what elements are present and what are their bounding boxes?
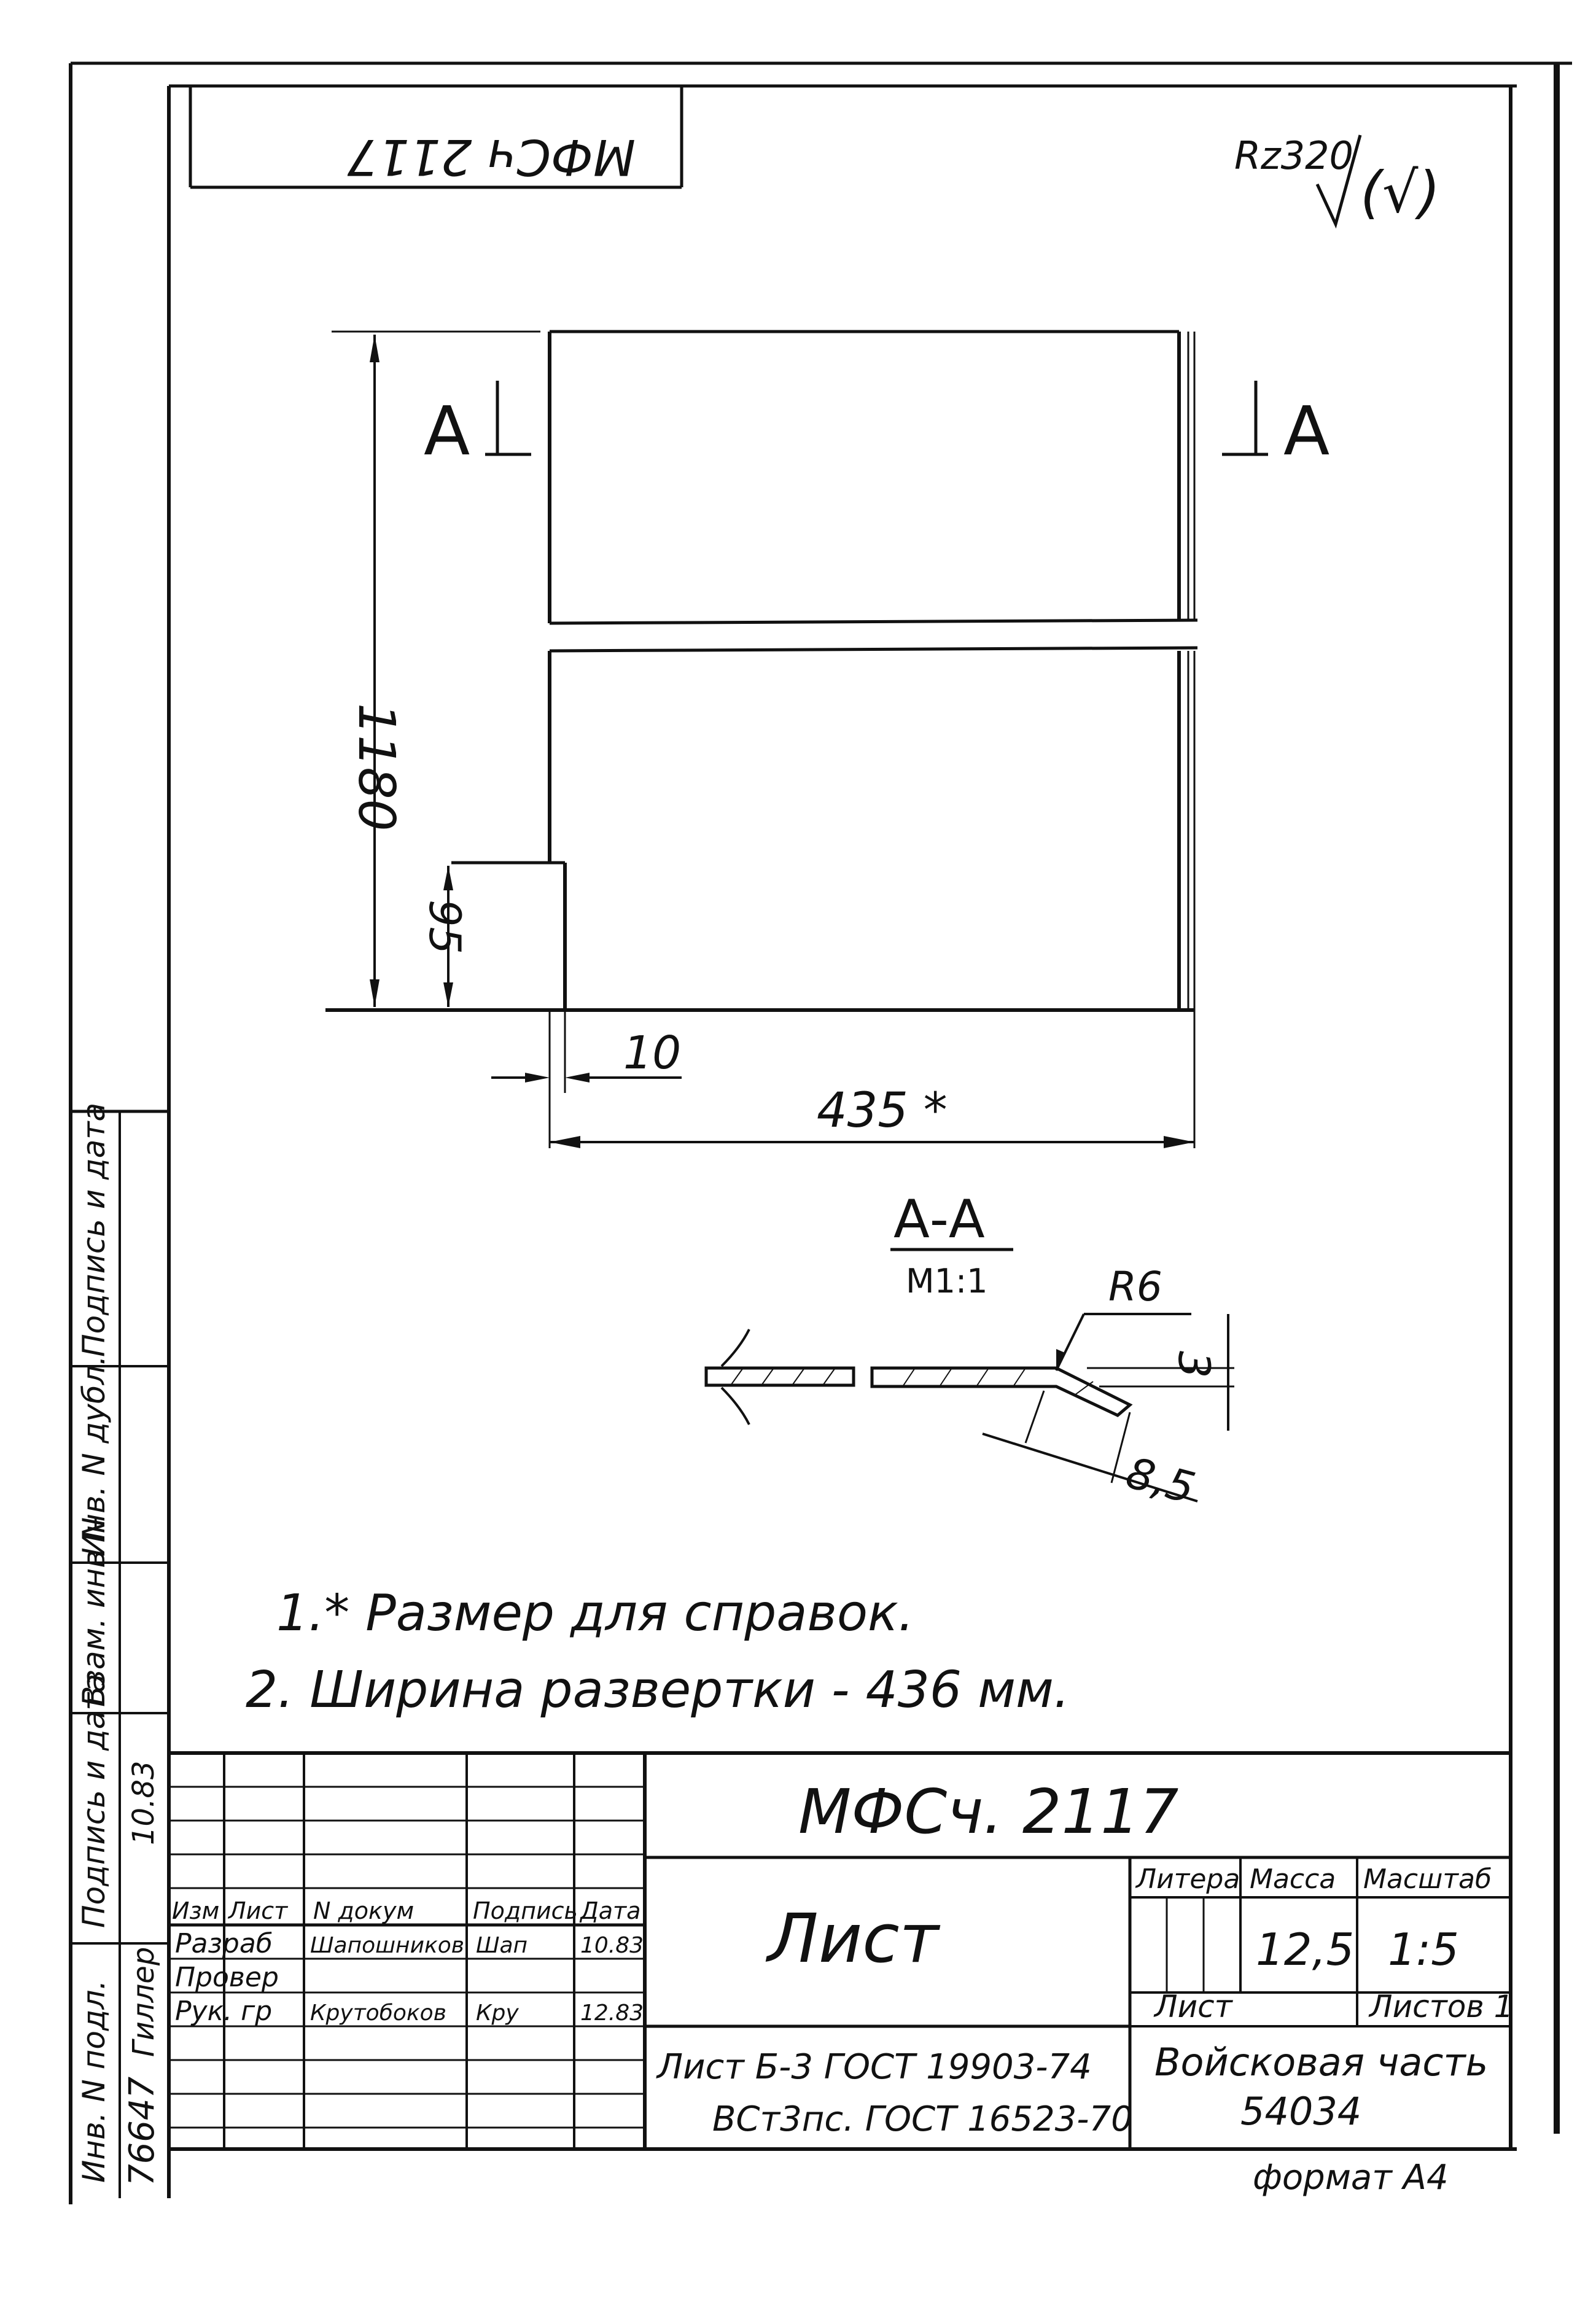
side-value-sign: Гиллер (127, 1947, 161, 2057)
mass-value: 12,5 (1256, 1924, 1354, 1975)
side-value-inv: 76647 (122, 2076, 162, 2186)
side-label-sign-date: Подпись и дата (76, 1674, 112, 1928)
side-value-date: 10.83 (127, 1761, 161, 1845)
dim-radius-label: R6 (1108, 1263, 1162, 1310)
part-name: Лист (765, 1899, 941, 1978)
roughness-mark: Rz320 (√) (1234, 133, 1440, 229)
scale-value: 1:5 (1388, 1924, 1459, 1975)
dim-cutout-width-label: 10 (623, 1027, 681, 1079)
dim-height-label: 1180 (347, 703, 405, 831)
section-mark-left: A (424, 392, 470, 470)
organization-line-1: Войсковая часть (1154, 2040, 1488, 2085)
dim-thickness-label: 3 (1169, 1351, 1219, 1378)
header-ndoc: N докум (313, 1897, 414, 1924)
code-top-text: МФСч 2117 (347, 128, 636, 185)
material-line-2: ВСт3пс. ГОСТ 16523-70 (712, 2099, 1133, 2139)
section-title: А-А (893, 1189, 985, 1250)
roughness-extra: (√) (1360, 160, 1440, 225)
material-line-1: Лист Б-3 ГОСТ 19903-74 (656, 2047, 1092, 2087)
notes: 1.* Размер для справок. 2. Ширина развер… (246, 1584, 1070, 1719)
row-sign-2: Кру (476, 2000, 519, 2026)
dim-width-label: 435 * (817, 1083, 948, 1138)
row-sign-0: Шап (476, 1933, 527, 1958)
roughness-value: Rz320 (1234, 133, 1353, 178)
section-detail: А-А М1:1 R6 3 8,5 (704, 1189, 1234, 1514)
row-role-2: Рук. гр (175, 1996, 272, 2027)
format-label: формат А4 (1253, 2158, 1449, 2198)
row-date-2: 12.83 (580, 2000, 644, 2026)
header-sheets: Листов 1 (1368, 1989, 1513, 2024)
note-1: 1.* Размер для справок. (276, 1584, 914, 1643)
row-name-0: Шапошников (310, 1933, 464, 1958)
designation: МФСч. 2117 (798, 1776, 1178, 1848)
header-list: Лист (227, 1897, 289, 1924)
code-box: МФСч 2117 (189, 86, 683, 189)
header-sheet: Лист (1153, 1989, 1234, 2024)
section-scale: М1:1 (906, 1262, 988, 1300)
side-label-inv-podl: Инв. N подл. (76, 1980, 112, 2183)
dim-cutout-height-label: 95 (419, 900, 470, 954)
dimensions: 1180 95 10 435 * (347, 335, 1194, 1148)
title-block: МФСч. 2117 Лист Лист Б-3 ГОСТ 19903-74 В… (169, 1751, 1513, 2198)
side-label-vzam: Взам. инв N (76, 1517, 112, 1707)
row-role-1: Провер (175, 1962, 279, 1993)
header-sign: Подпись (473, 1897, 578, 1924)
row-name-2: Крутобоков (310, 2000, 446, 2026)
side-stamp: Инв. N подл. Подпись и дата Взам. инв N … (71, 1103, 169, 2198)
header-litera: Литера (1135, 1864, 1240, 1895)
header-masshtab: Масштаб (1363, 1864, 1492, 1895)
section-mark-right: A (1283, 392, 1329, 470)
plate-view (325, 330, 1198, 1148)
dim-bend-label: 8,5 (1121, 1447, 1201, 1514)
note-2: 2. Ширина развертки - 436 мм. (246, 1661, 1070, 1719)
row-role-0: Разраб (175, 1928, 273, 1959)
section-marks: A A (424, 381, 1329, 470)
header-date: Дата (579, 1897, 640, 1924)
organization-line-2: 54034 (1240, 2089, 1361, 2134)
header-izm: Изм (172, 1897, 219, 1924)
header-massa: Масса (1250, 1864, 1336, 1895)
side-label-sign-date-2: Подпись и дата (76, 1103, 112, 1357)
side-label-inv-dubl: Инв. N дубл. (76, 1356, 112, 1557)
sheet-frame (69, 61, 1572, 2204)
row-date-0: 10.83 (580, 1933, 644, 1958)
